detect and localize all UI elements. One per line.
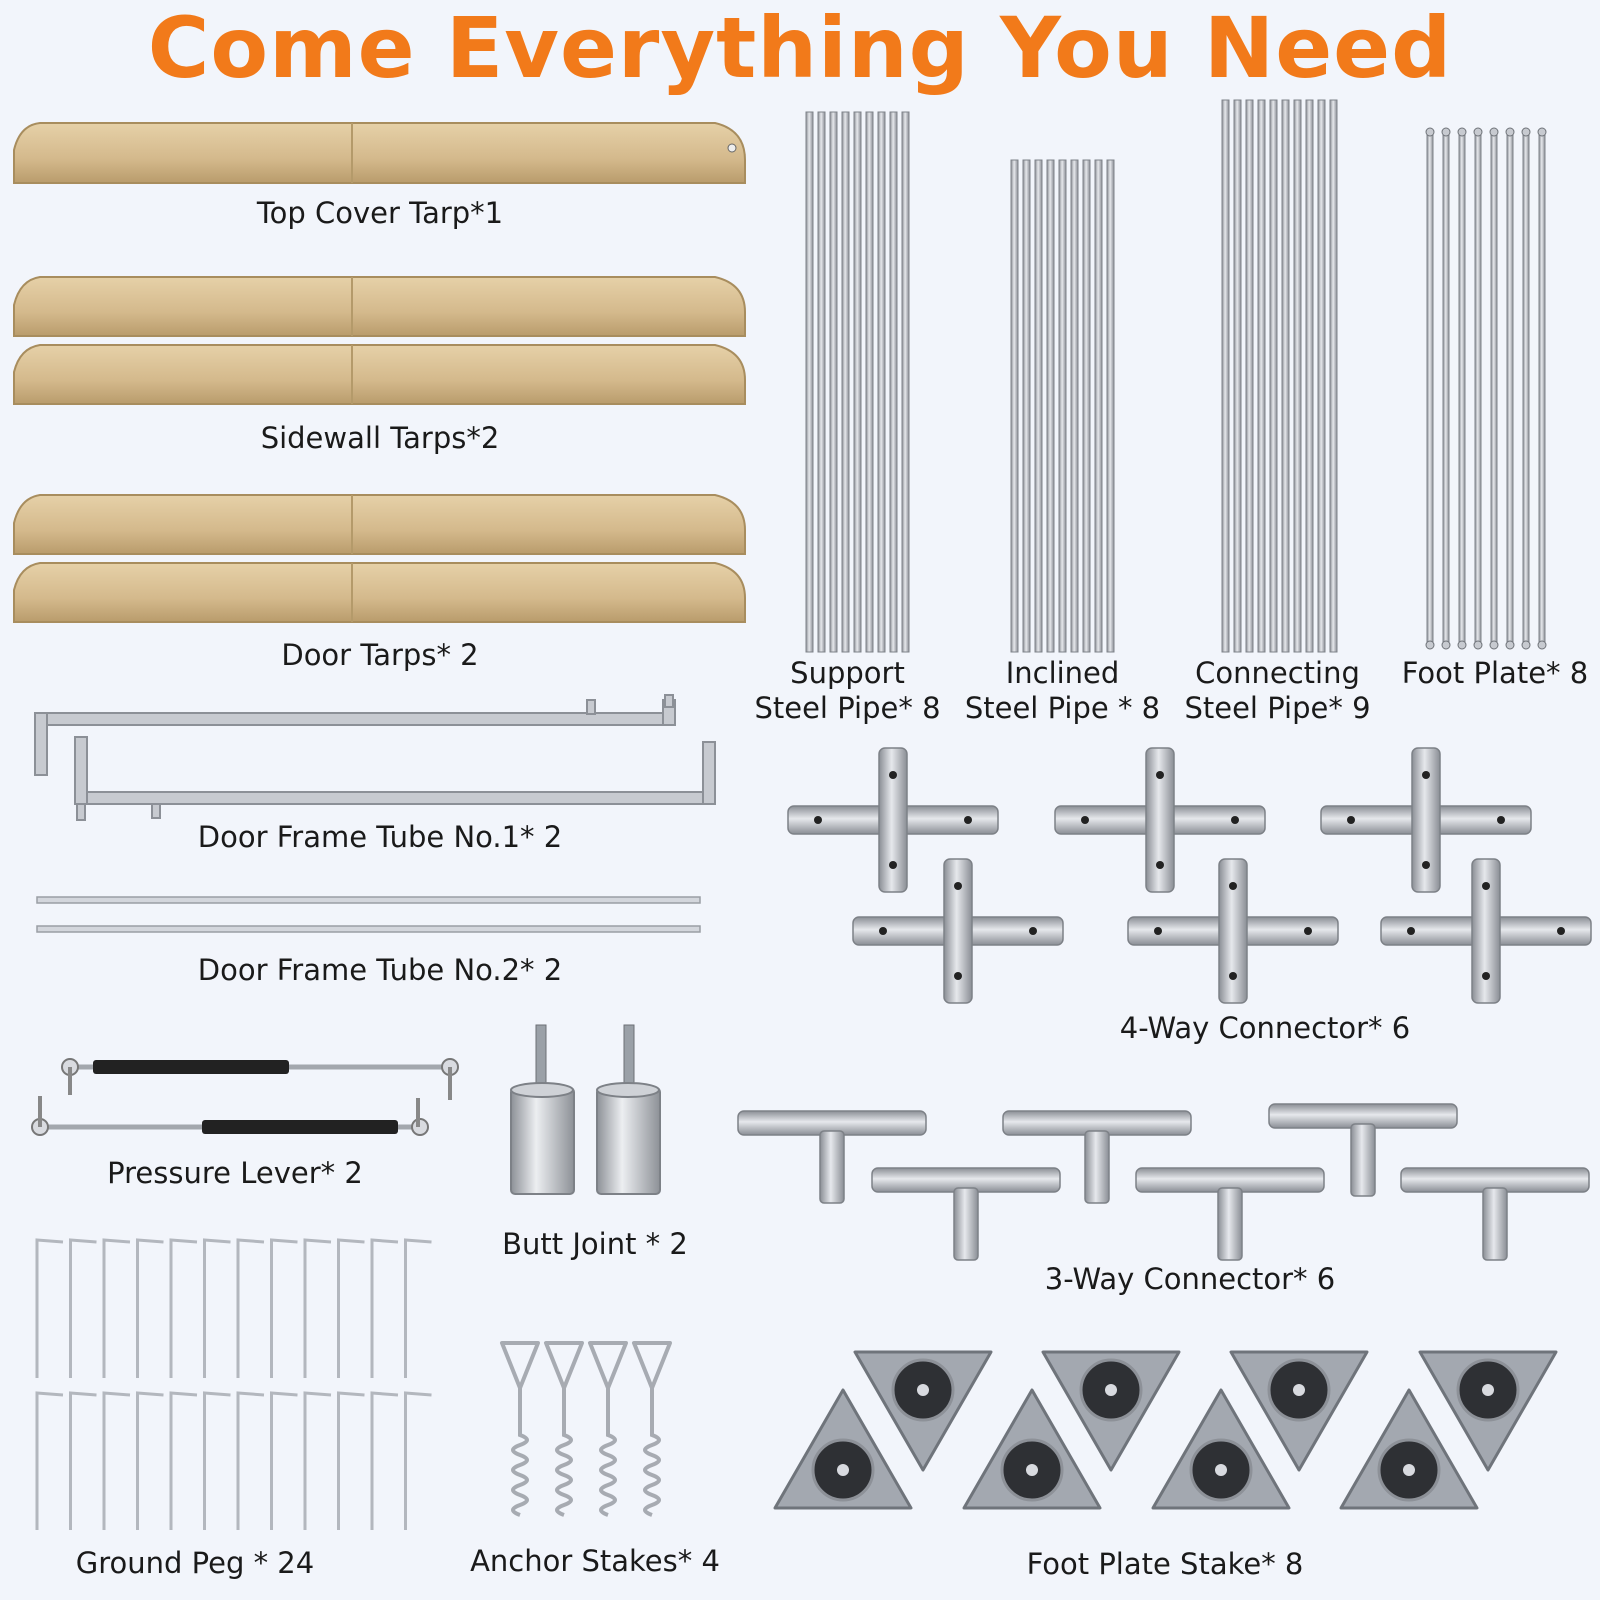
top-cover-tarp-image [13,122,746,184]
sidewall-tarps-label: Sidewall Tarps*2 [260,421,500,455]
connecting-steel-pipe-label: Connecting Steel Pipe* 9 [1170,656,1385,726]
door-frame-tube-2-label: Door Frame Tube No.2* 2 [197,953,563,987]
door-frame-tube-1-label: Door Frame Tube No.1* 2 [197,820,563,854]
support-steel-pipe-label-line2: Steel Pipe* 8 [754,691,941,725]
inclined-steel-pipe-label-line1: Inclined [1005,656,1120,690]
foot-plates-image [1425,127,1547,650]
four-way-connectors-image [787,747,1592,1004]
inclined-steel-pipe-label: Inclined Steel Pipe * 8 [955,656,1170,726]
support-steel-pipe-label-line1: Support [790,656,905,690]
door-tarps-label: Door Tarps* 2 [281,638,479,672]
three-way-connector-label: 3-Way Connector* 6 [1044,1262,1336,1296]
pressure-lever-label: Pressure Lever* 2 [107,1156,363,1190]
sidewall-tarps-image [13,276,746,405]
foot-plate-stake-label: Foot Plate Stake* 8 [1026,1547,1304,1581]
support-steel-pipes-image [805,111,910,653]
page-title: Come Everything You Need [147,0,1453,97]
butt-joint-label: Butt Joint * 2 [502,1227,688,1261]
pressure-levers-image [31,1058,459,1136]
inclined-steel-pipe-label-line2: Steel Pipe * 8 [964,691,1161,725]
door-frame-tube-2-image [36,896,701,933]
connecting-steel-pipe-label-line2: Steel Pipe* 9 [1184,691,1371,725]
top-cover-tarp-label: Top Cover Tarp*1 [256,196,504,230]
connecting-steel-pipes-image [1221,99,1338,653]
ground-peg-label: Ground Peg * 24 [75,1546,315,1580]
connecting-steel-pipe-label-line1: Connecting [1195,656,1360,690]
ground-pegs-image [35,1238,432,1530]
foot-plate-stakes-image [773,1350,1558,1510]
door-tarps-image [13,494,746,623]
four-way-connector-label: 4-Way Connector* 6 [1119,1011,1411,1045]
inclined-steel-pipes-image [1010,159,1115,653]
anchor-stakes-label: Anchor Stakes* 4 [470,1544,720,1578]
support-steel-pipe-label: Support Steel Pipe* 8 [740,656,955,726]
anchor-stakes-image [500,1341,672,1517]
foot-plate-label: Foot Plate* 8 [1401,656,1589,690]
three-way-connectors-image [737,1103,1590,1261]
butt-joints-image [510,1024,661,1195]
door-frame-tube-1-image [34,694,716,821]
